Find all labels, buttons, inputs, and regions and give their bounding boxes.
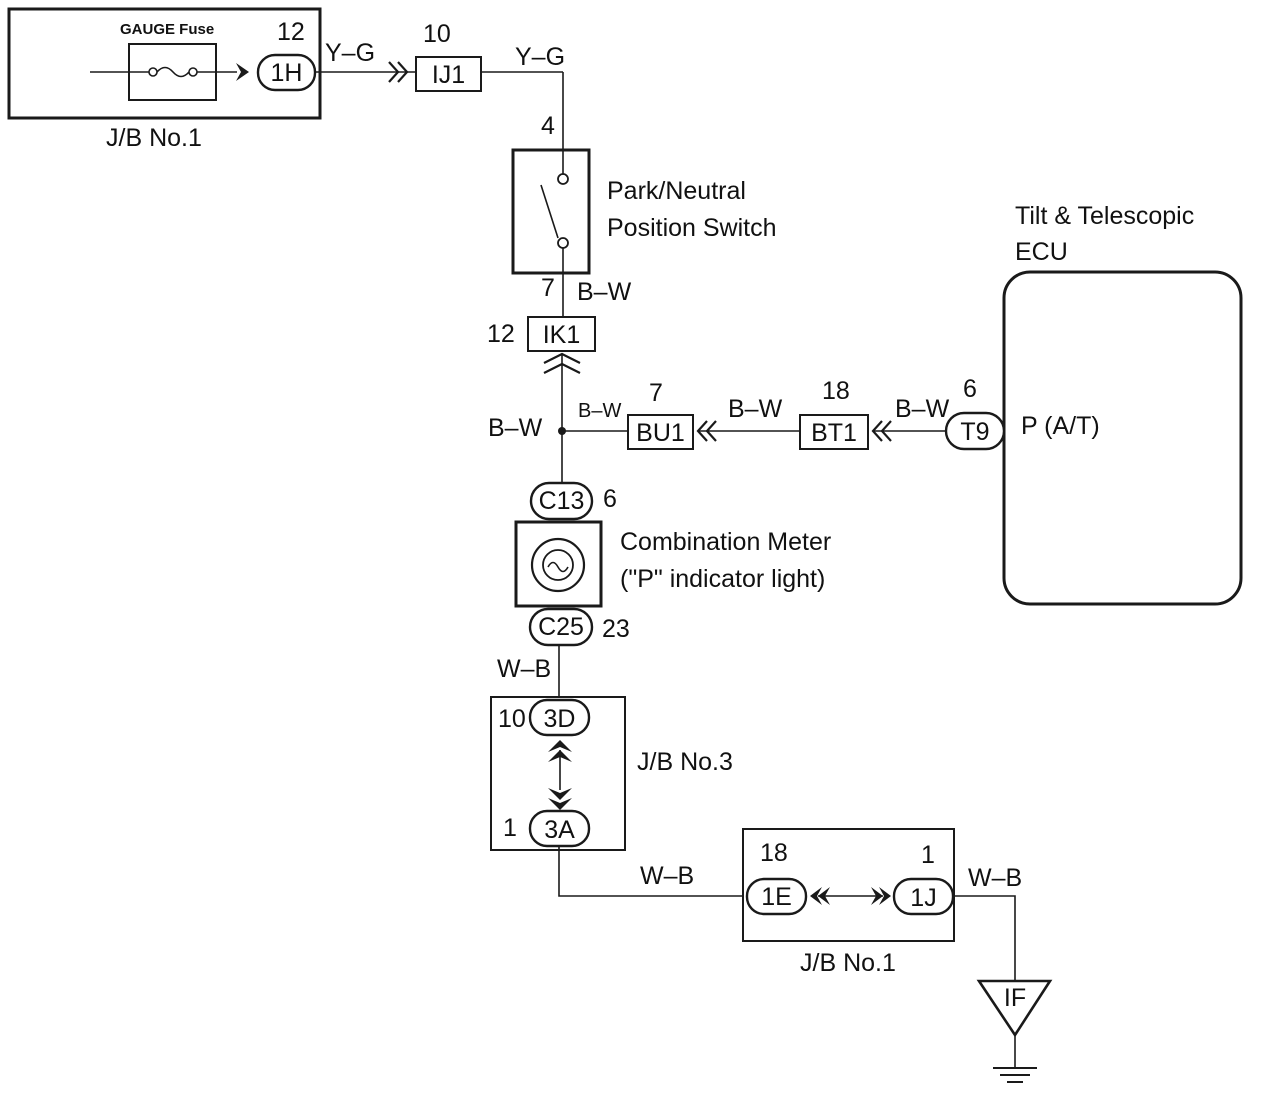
connector-ij1-pin: 10 — [423, 20, 451, 48]
wire-wb-label-3: W–B — [968, 864, 1022, 892]
connector-ik1 — [527, 316, 596, 352]
connector-bu1-label: BU1 — [636, 419, 685, 447]
connector-c25-label: C25 — [538, 613, 584, 641]
connector-bt1-label: BT1 — [811, 419, 857, 447]
ecu-name-1: Tilt & Telescopic — [1015, 202, 1194, 230]
connector-1h-label: 1H — [271, 59, 303, 87]
pn-switch-pin-bottom: 7 — [541, 274, 555, 302]
connector-ik1-label: IK1 — [543, 321, 581, 349]
jb1-top-block: GAUGE Fuse 1H 12 J/B No.1 — [7, 7, 322, 152]
wire-wb-label-2: W–B — [640, 862, 694, 890]
combination-meter-name-1: Combination Meter — [620, 528, 831, 556]
pn-switch-name-1: Park/Neutral — [607, 177, 746, 205]
connector-bt1-pin: 18 — [822, 377, 850, 405]
switch-icon — [540, 150, 569, 273]
connector-3d-label: 3D — [544, 705, 576, 733]
connector-3d-pin: 10 — [498, 705, 526, 733]
up-arrow-icon — [548, 740, 572, 752]
connector-3a-label: 3A — [544, 816, 575, 844]
connector-c25-pin: 23 — [602, 615, 630, 643]
wire-yg-label-1: Y–G — [325, 39, 375, 67]
connector-1e — [745, 877, 808, 916]
wire-yg-label-2: Y–G — [515, 43, 565, 71]
left-arrow-icon — [810, 887, 822, 905]
jb3-name: J/B No.3 — [637, 748, 733, 776]
wire-bw-label-1: B–W — [577, 278, 632, 306]
ground-icon — [993, 1067, 1037, 1083]
connector-1h-pin: 12 — [277, 18, 305, 46]
connector-1e-label: 1E — [761, 883, 792, 911]
connector-1j-label: 1J — [910, 884, 936, 912]
ground-point-if: IF — [976, 979, 1053, 1083]
connector-c13-pin: 6 — [603, 485, 617, 513]
connector-bu1 — [627, 414, 694, 450]
connector-c13-label: C13 — [539, 487, 585, 515]
indicator-light-icon — [530, 537, 586, 593]
down-arrow-icon — [548, 788, 572, 800]
jb1-top-name: J/B No.1 — [106, 124, 202, 152]
connector-ij1-label: IJ1 — [432, 61, 465, 89]
wire-bw-to-bt1-label: B–W — [728, 395, 783, 423]
connector-bt1 — [799, 414, 869, 450]
pn-switch-pin-top: 4 — [541, 112, 555, 140]
gauge-fuse-label: GAUGE Fuse — [120, 21, 214, 38]
park-neutral-switch: 4 Park/Neutral Position Switch 7 — [511, 112, 777, 302]
connector-bu1-pin: 7 — [649, 379, 663, 407]
jb1-bottom-block: 18 1 1E 1J J/B No.1 — [742, 828, 955, 977]
fuse-icon — [90, 66, 237, 78]
terminal-arrow-icon — [236, 63, 249, 81]
jb3-block: 3D 10 3A 1 J/B No.3 — [490, 696, 733, 851]
connector-3a-pin: 1 — [503, 814, 517, 842]
combination-meter: C13 6 C25 23 Combination Meter ("P" indi… — [514, 481, 831, 647]
connector-c13 — [529, 481, 594, 521]
wire-wb-label-1: W–B — [497, 655, 551, 683]
ecu-terminal-label: P (A/T) — [1021, 412, 1100, 440]
ecu-name-2: ECU — [1015, 238, 1068, 266]
connector-3d — [528, 698, 591, 737]
wire-bw-to-bu1-label: B–W — [578, 400, 621, 422]
pn-switch-name-2: Position Switch — [607, 214, 777, 242]
double-chevron-icon — [388, 61, 409, 83]
connector-1e-pin: 18 — [760, 839, 788, 867]
ground-connector-label: IF — [1004, 984, 1026, 1012]
right-arrow-icon — [871, 887, 883, 905]
connector-ik1-pin: 12 — [487, 320, 515, 348]
combination-meter-name-2: ("P" indicator light) — [620, 565, 825, 593]
wire-bw-junction-label: B–W — [488, 414, 543, 442]
connector-t9 — [944, 411, 1006, 451]
jb1-bottom-name: J/B No.1 — [800, 949, 896, 977]
connector-1j-pin: 1 — [921, 841, 935, 869]
connector-t9-pin: 6 — [963, 375, 977, 403]
connector-c25 — [528, 607, 594, 647]
connector-ij1 — [415, 56, 482, 92]
tilt-telescopic-ecu: Tilt & Telescopic ECU T9 6 P (A/T) — [944, 202, 1243, 606]
connector-t9-label: T9 — [960, 418, 989, 446]
wire-bw-to-t9-label: B–W — [895, 395, 950, 423]
